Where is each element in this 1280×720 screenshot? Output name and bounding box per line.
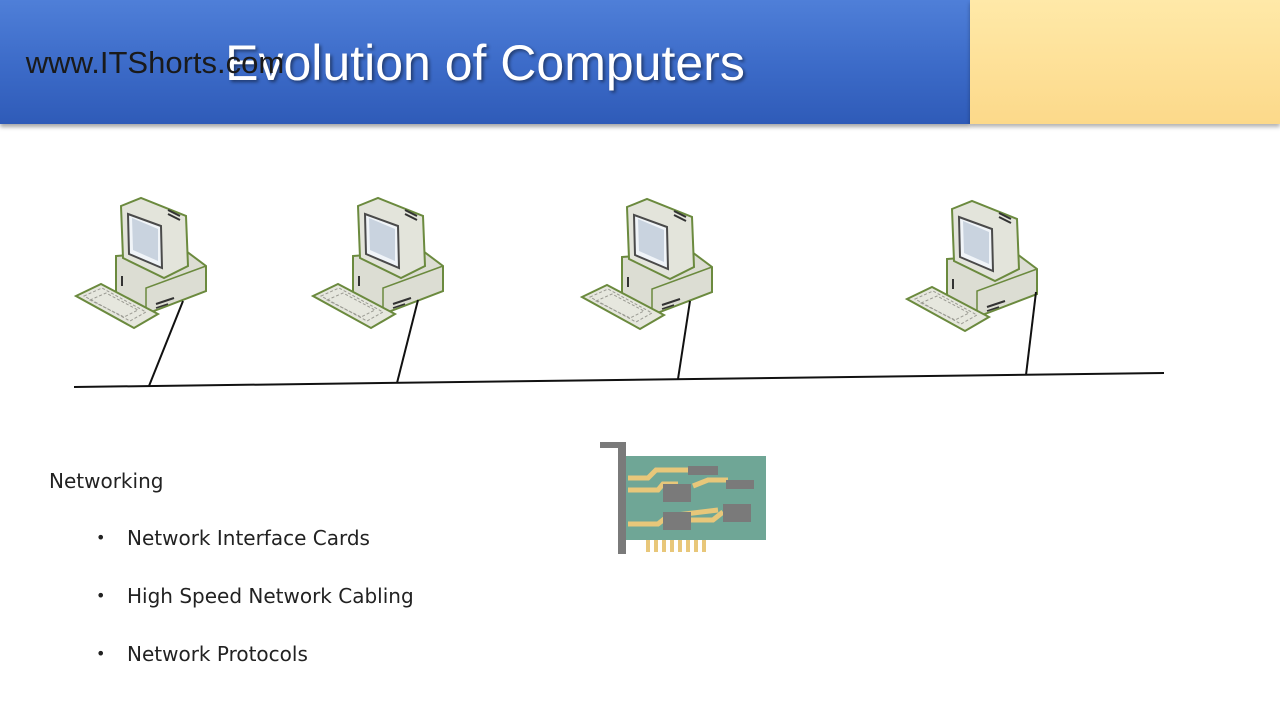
list-item: • Network Interface Cards — [96, 526, 414, 584]
bullet-text: Network Interface Cards — [127, 526, 370, 550]
bullet-dot-icon: • — [96, 528, 106, 547]
bullet-list: • Network Interface Cards • High Speed N… — [96, 526, 414, 700]
section-heading: Networking — [49, 469, 164, 493]
computer-icon — [581, 198, 713, 330]
website-url: www.ITShorts.com — [25, 45, 285, 80]
computer-icon — [75, 197, 207, 329]
bullet-dot-icon: • — [96, 644, 106, 663]
network-interface-card-icon — [600, 442, 766, 554]
list-item: • Network Protocols — [96, 642, 414, 700]
network-drop-cable — [1025, 291, 1037, 376]
network-bus-cable — [73, 372, 1165, 388]
network-drop-cable — [677, 300, 691, 380]
bullet-text: Network Protocols — [127, 642, 308, 666]
list-item: • High Speed Network Cabling — [96, 584, 414, 642]
bullet-text: High Speed Network Cabling — [127, 584, 414, 608]
website-badge — [970, 0, 1280, 124]
network-diagram — [73, 197, 1165, 388]
title-bar — [0, 0, 970, 124]
computer-icon — [906, 200, 1038, 332]
slide-title: Evolution of Computers — [225, 35, 745, 91]
network-drop-cable — [396, 299, 419, 384]
computer-icon — [312, 197, 444, 329]
network-drop-cable — [148, 300, 184, 387]
bullet-dot-icon: • — [96, 586, 106, 605]
